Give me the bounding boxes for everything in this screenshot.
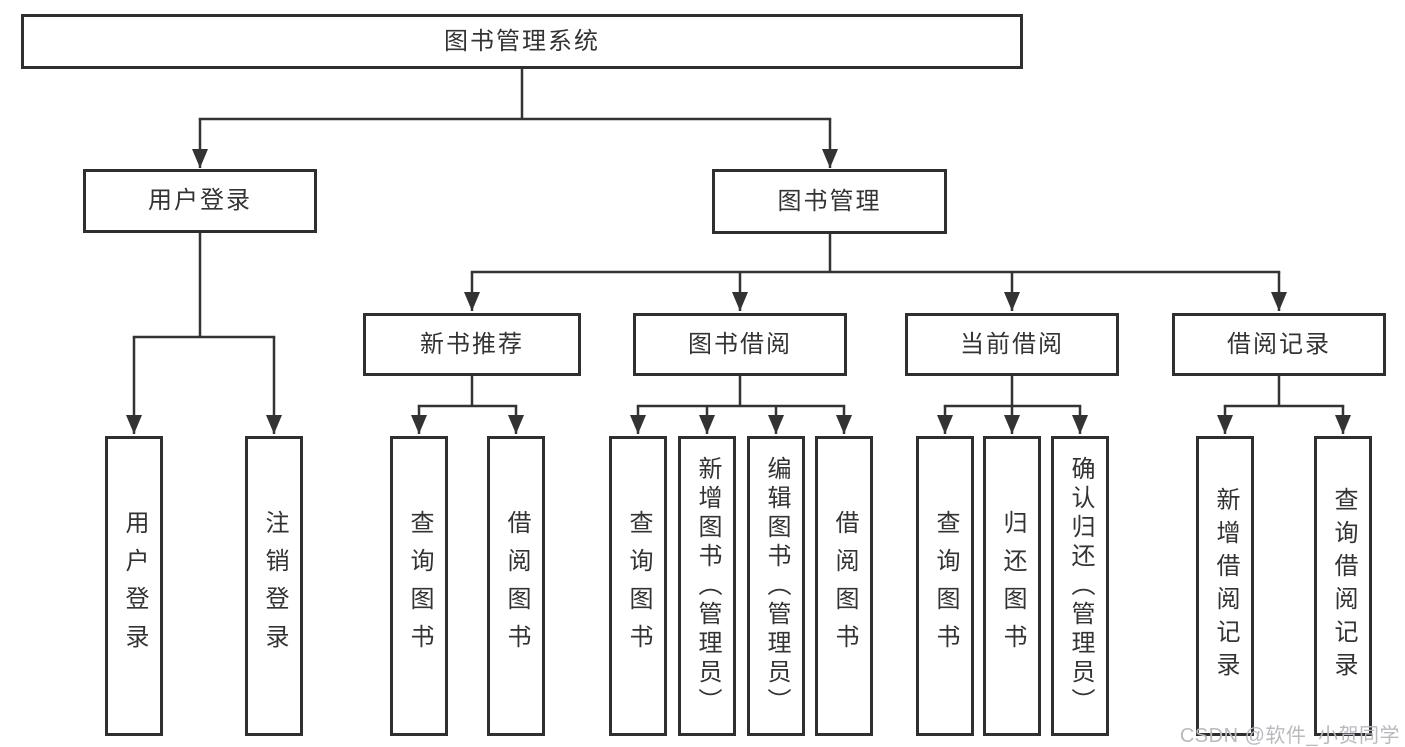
leaf-query-borrow-record: 查询借阅记录 [1314, 436, 1372, 736]
leaf-query-books-borrowing: 查询图书 [609, 436, 667, 736]
tree-arrow-lines [126, 119, 1351, 434]
node-user-login: 用户登录 [83, 169, 317, 233]
tree-elbow-lines [132, 66, 1345, 408]
watermark-text: CSDN @软件_小贺同学 [1179, 725, 1400, 747]
leaf-add-borrow-record: 新增借阅记录 [1196, 436, 1254, 736]
leaf-borrow-books-borrowing: 借阅图书 [815, 436, 873, 736]
leaf-edit-books-admin: 编辑图书（管理员） [747, 436, 805, 736]
node-current-borrowing: 当前借阅 [905, 313, 1119, 376]
leaf-confirm-return-admin: 确认归还（管理员） [1051, 436, 1109, 736]
leaf-add-books-admin: 新增图书（管理员） [678, 436, 736, 736]
node-new-book-recommendation: 新书推荐 [363, 313, 581, 376]
node-book-borrowing: 图书借阅 [633, 313, 847, 376]
leaf-query-books-current: 查询图书 [916, 436, 974, 736]
node-book-management: 图书管理 [712, 169, 947, 234]
leaf-query-books-recommend: 查询图书 [390, 436, 448, 736]
leaf-logout: 注销登录 [245, 436, 303, 736]
leaf-user-login: 用户登录 [105, 436, 163, 736]
leaf-return-books: 归还图书 [983, 436, 1041, 736]
node-library-management-system: 图书管理系统 [21, 14, 1023, 69]
node-borrowing-records: 借阅记录 [1172, 313, 1386, 376]
leaf-borrow-books-recommend: 借阅图书 [487, 436, 545, 736]
